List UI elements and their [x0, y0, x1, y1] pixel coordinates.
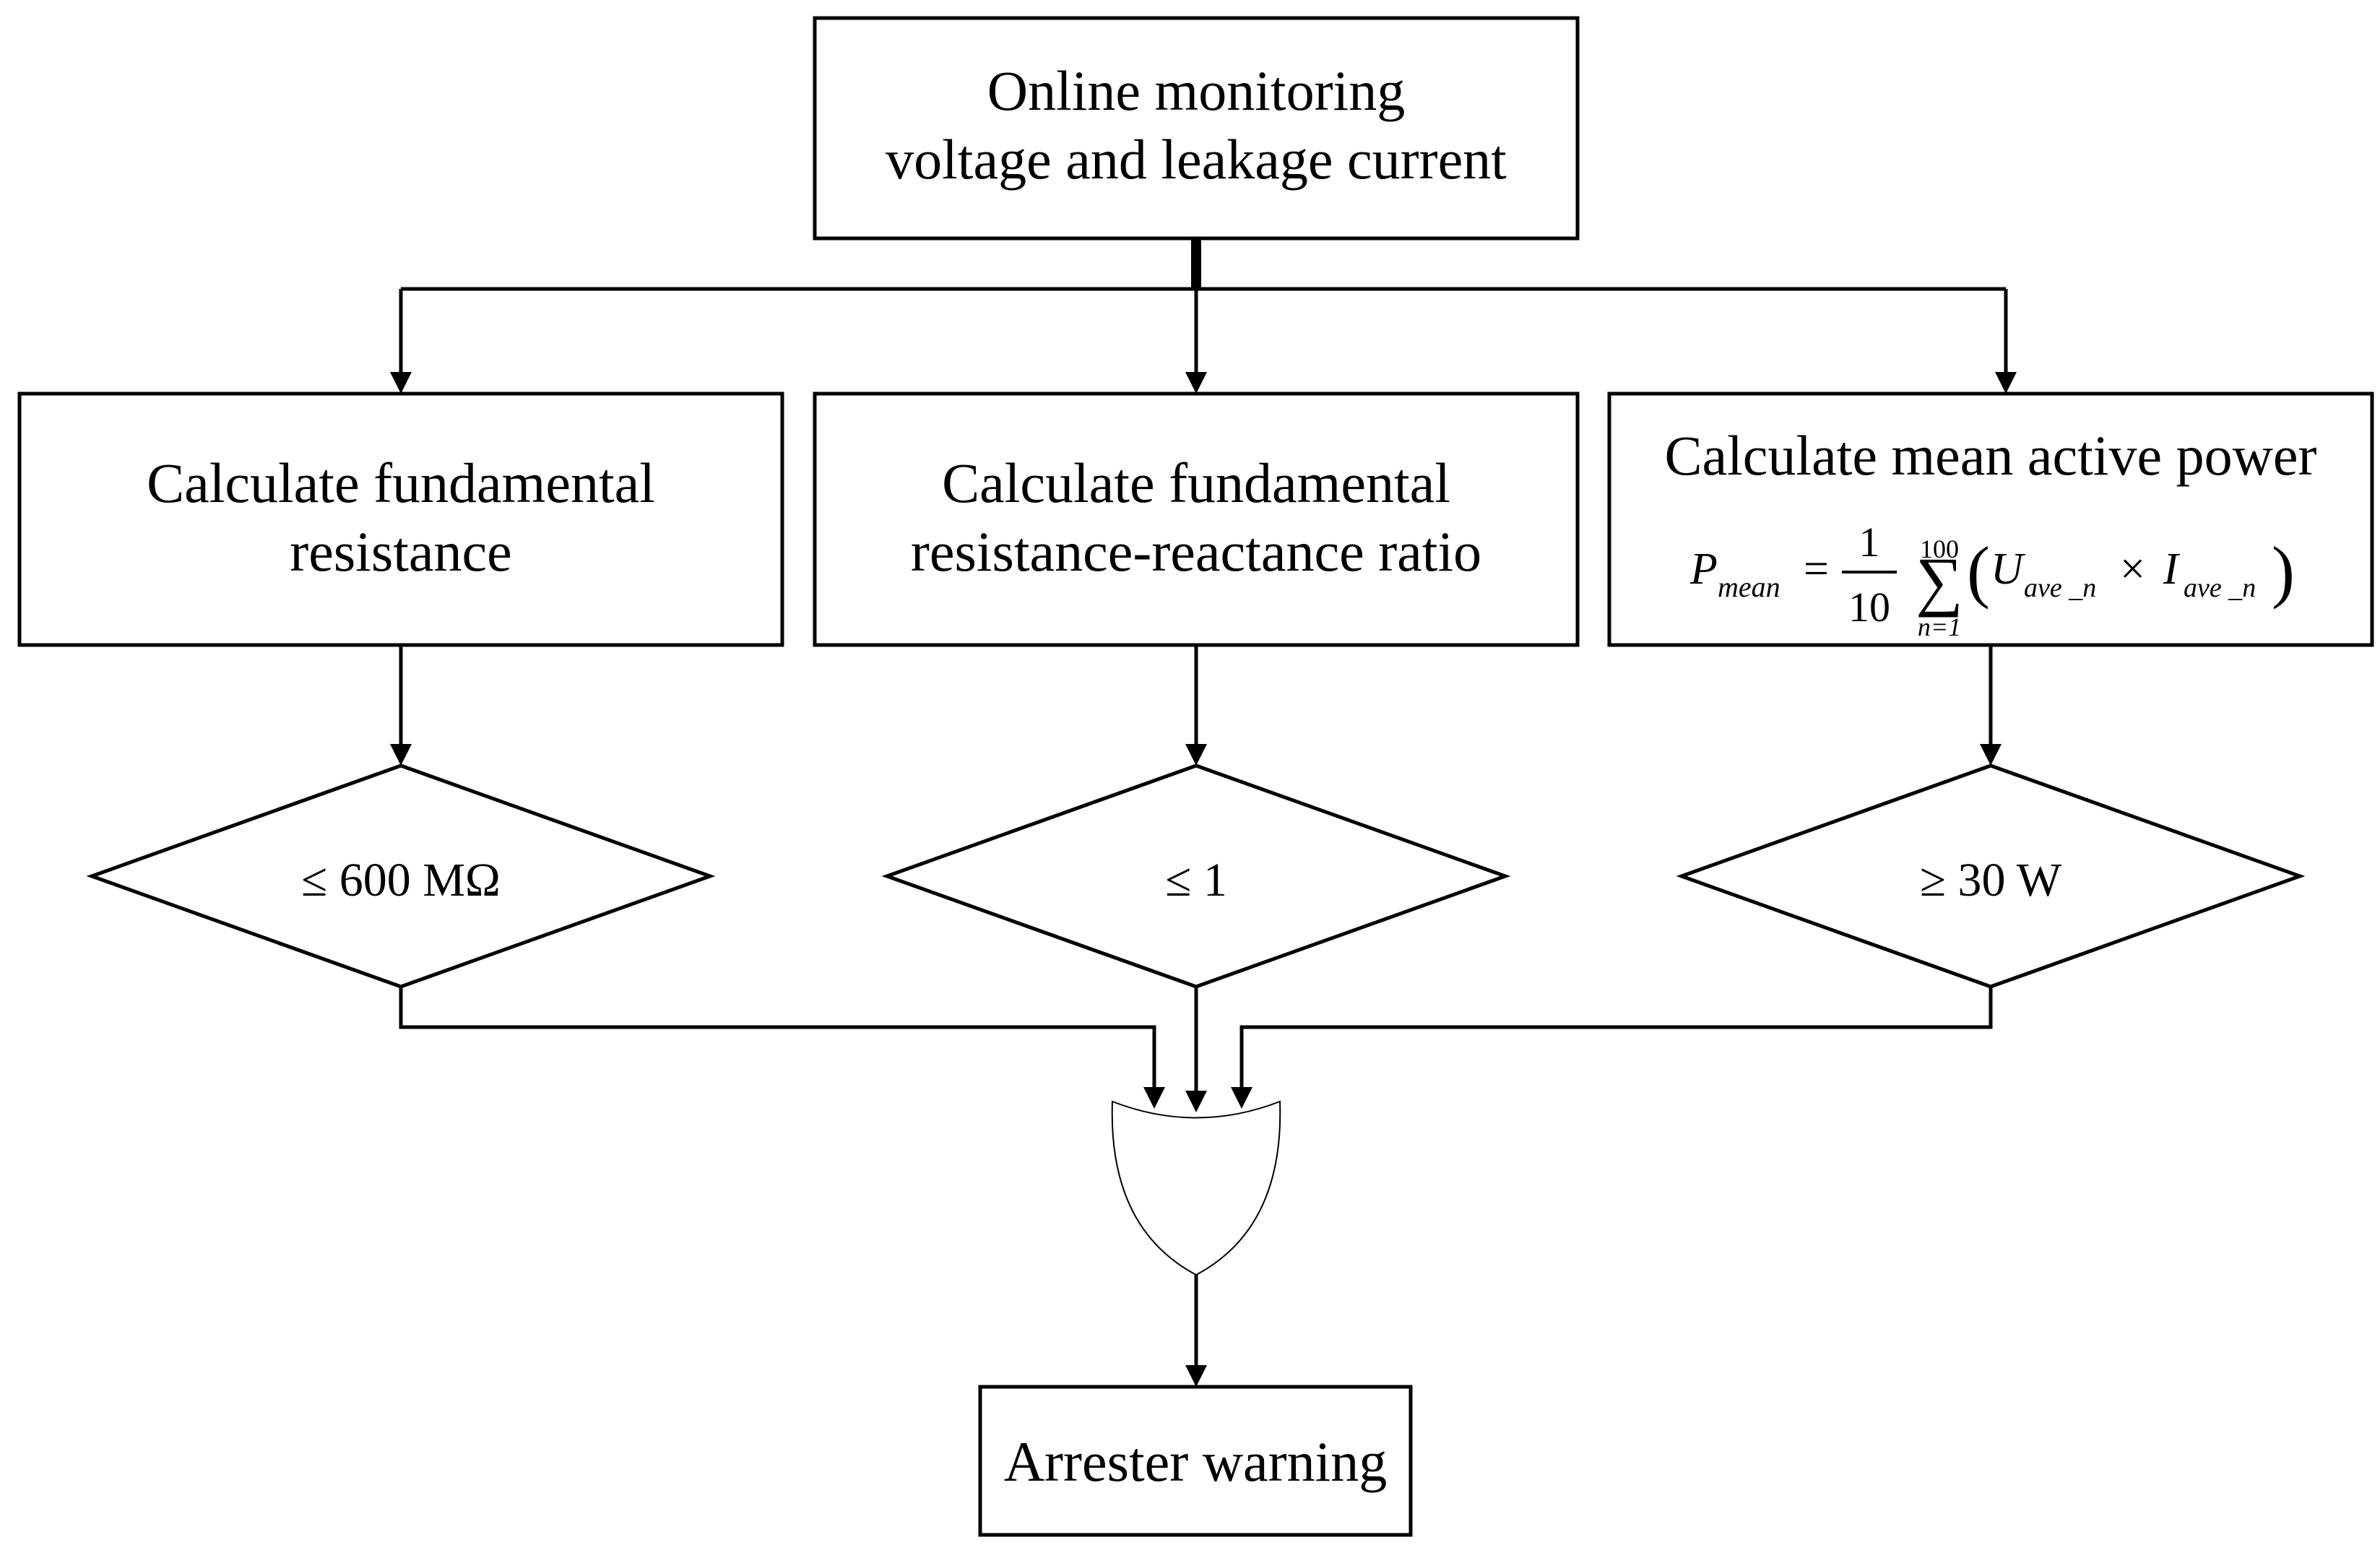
merge-connectors — [399, 987, 1993, 1112]
formula-close-paren: ) — [2272, 532, 2295, 610]
power-formula: P mean = 1 10 100 ∑ n=1 ( U ave _n × I a… — [1689, 519, 2295, 641]
ratio-node: Calculate fundamental resistance-reactan… — [813, 391, 1580, 647]
start-node-line2: voltage and leakage current — [886, 128, 1507, 191]
resistance-node-line2: resistance — [290, 520, 512, 583]
decision-ratio-label: ≤ 1 — [1165, 854, 1227, 906]
power-node: Calculate mean active power P mean = 1 1… — [1607, 391, 2374, 647]
formula-U: U — [1991, 545, 2026, 594]
arrow-merge-right — [1231, 1087, 1252, 1109]
split-connector — [399, 238, 2008, 390]
start-node-line1: Online monitoring — [987, 59, 1405, 122]
formula-I-sub: ave _n — [2184, 573, 2256, 603]
formula-U-sub: ave _n — [2024, 573, 2096, 603]
decision-power-label: ≥ 30 W — [1920, 854, 2062, 906]
arrow-to-resistance — [390, 372, 412, 394]
arrowheads-top — [390, 372, 2017, 394]
warning-node: Arrester warning — [978, 1385, 1413, 1537]
or-gate-shape — [1111, 1100, 1281, 1276]
ratio-node-line1: Calculate fundamental — [942, 451, 1450, 514]
decision-ratio: ≤ 1 — [881, 763, 1511, 989]
formula-sum-lower: n=1 — [1918, 613, 1961, 641]
decision-resistance: ≤ 600 MΩ — [86, 763, 716, 989]
arrow-merge-left — [1143, 1087, 1165, 1109]
arrow-to-power — [1995, 372, 2017, 394]
formula-sum-upper: 100 — [1920, 535, 1959, 563]
resistance-node-line1: Calculate fundamental — [147, 451, 655, 514]
arrow-to-decision-resistance — [390, 744, 412, 766]
gate-output-connector — [1185, 1275, 1207, 1387]
power-node-title: Calculate mean active power — [1664, 424, 2316, 487]
ratio-node-line2: resistance-reactance ratio — [911, 520, 1481, 583]
formula-sigma: ∑ — [1916, 544, 1963, 618]
formula-times: × — [2120, 545, 2145, 594]
decision-connectors — [390, 645, 2002, 766]
resistance-node: Calculate fundamental resistance — [17, 391, 784, 647]
formula-frac-den: 10 — [1848, 584, 1890, 631]
formula-equals: = — [1804, 545, 1829, 594]
warning-node-label: Arrester warning — [1004, 1430, 1388, 1493]
arrow-to-ratio — [1185, 372, 1207, 394]
start-node: Online monitoring voltage and leakage cu… — [813, 16, 1580, 241]
decision-power: ≥ 30 W — [1676, 763, 2306, 989]
arrow-merge-center — [1185, 1091, 1207, 1112]
decision-resistance-label: ≤ 600 MΩ — [301, 854, 501, 906]
formula-frac-num: 1 — [1859, 519, 1880, 566]
formula-open-paren: ( — [1967, 532, 1990, 610]
arrow-to-warning — [1185, 1365, 1207, 1387]
formula-P-sub: mean — [1718, 571, 1780, 603]
arrow-to-decision-ratio — [1185, 744, 1207, 766]
formula-I: I — [2163, 545, 2181, 594]
formula-P: P — [1689, 545, 1718, 594]
arrow-to-decision-power — [1980, 744, 2002, 766]
